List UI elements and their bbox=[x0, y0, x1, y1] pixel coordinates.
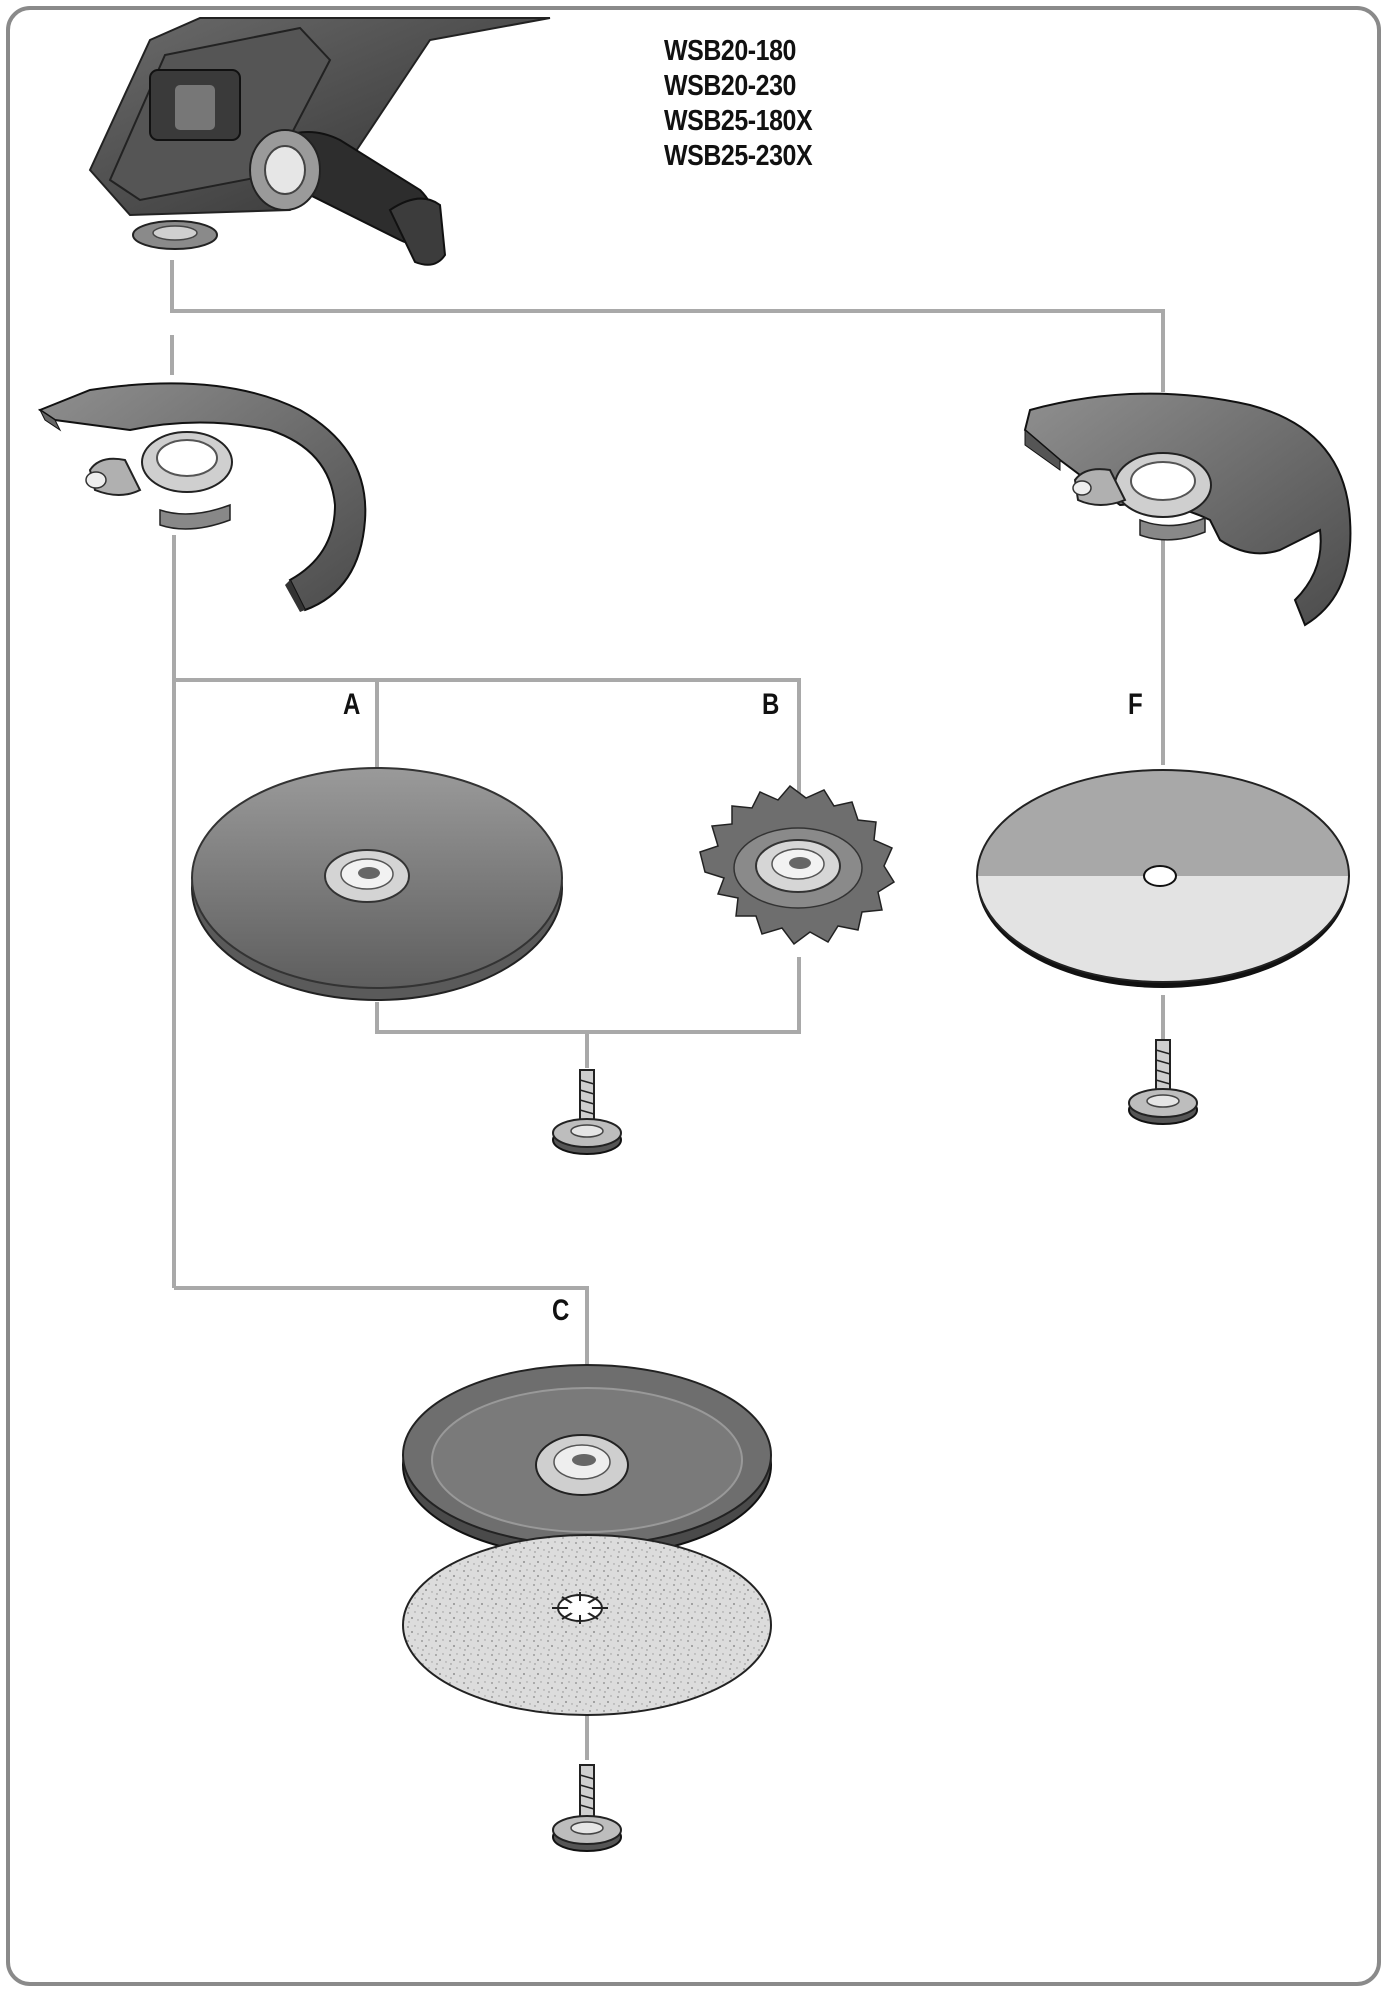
model-list: WSB20-180 WSB20-230 WSB25-180X WSB25-230… bbox=[664, 34, 836, 174]
backing-pad-icon bbox=[402, 1364, 772, 1558]
label-f: F bbox=[1128, 688, 1143, 721]
wire-brush-icon bbox=[699, 784, 896, 946]
model-name: WSB20-230 bbox=[664, 70, 796, 102]
grinding-disc-icon bbox=[191, 767, 563, 1001]
clamping-screw-icon bbox=[552, 1764, 622, 1852]
line-grinder-to-right bbox=[170, 260, 1165, 392]
line-to-c bbox=[174, 1286, 589, 1370]
line-branch-ab bbox=[174, 678, 801, 810]
label-a: A bbox=[343, 688, 361, 721]
model-name: WSB25-180X bbox=[664, 105, 813, 137]
sanding-disc-icon bbox=[402, 1534, 772, 1716]
model-name: WSB20-180 bbox=[664, 35, 796, 67]
angle-grinder-icon bbox=[88, 17, 551, 266]
cutting-guard-icon bbox=[1023, 392, 1352, 627]
guard-icon bbox=[37, 382, 367, 612]
page-frame bbox=[6, 6, 1381, 1986]
model-name: WSB25-230X bbox=[664, 140, 813, 172]
clamping-screw-icon bbox=[552, 1069, 622, 1155]
cutting-disc-icon bbox=[976, 769, 1350, 988]
clamping-screw-icon bbox=[1128, 1039, 1198, 1125]
connector-lines bbox=[170, 260, 1165, 1760]
label-c: C bbox=[552, 1294, 570, 1327]
label-b: B bbox=[762, 688, 780, 721]
